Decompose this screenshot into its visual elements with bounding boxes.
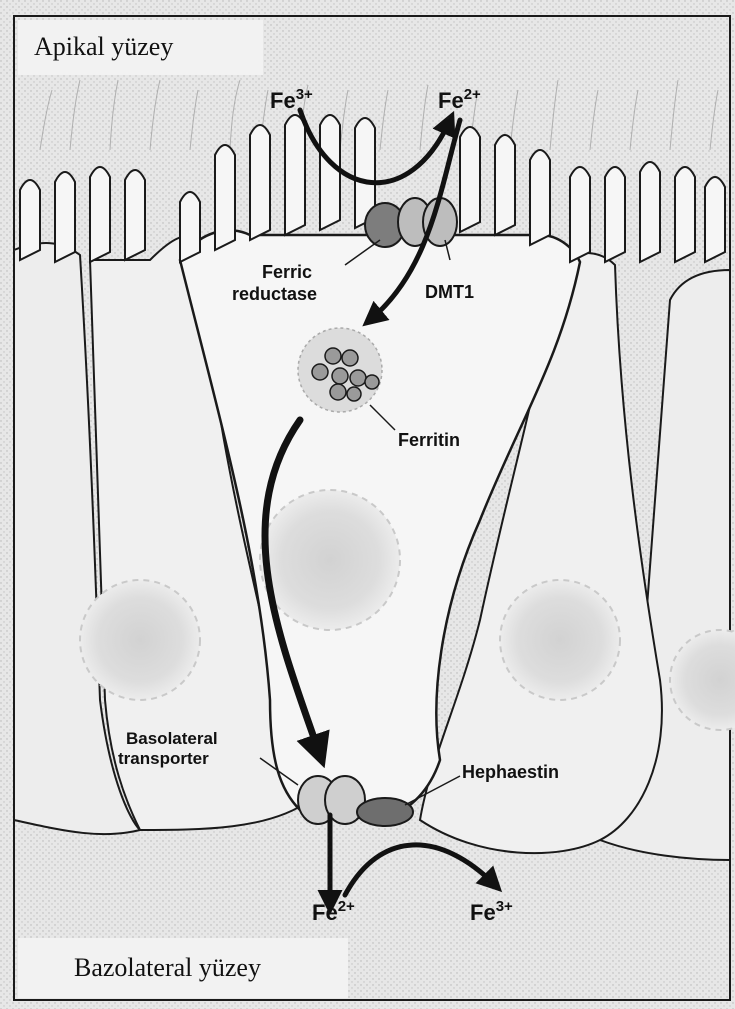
basolateral-surface-label: Bazolateral yüzey [74,953,261,982]
ferritin-label: Ferritin [398,430,460,450]
hephaestin-protein [357,798,413,826]
hephaestin-label: Hephaestin [462,762,559,782]
basolateral-transporter-label: Basolateral transporter [118,729,222,768]
ferritin-cluster [298,328,382,412]
dmt1-label: DMT1 [425,282,474,302]
apical-surface-label: Apikal yüzey [34,32,173,61]
